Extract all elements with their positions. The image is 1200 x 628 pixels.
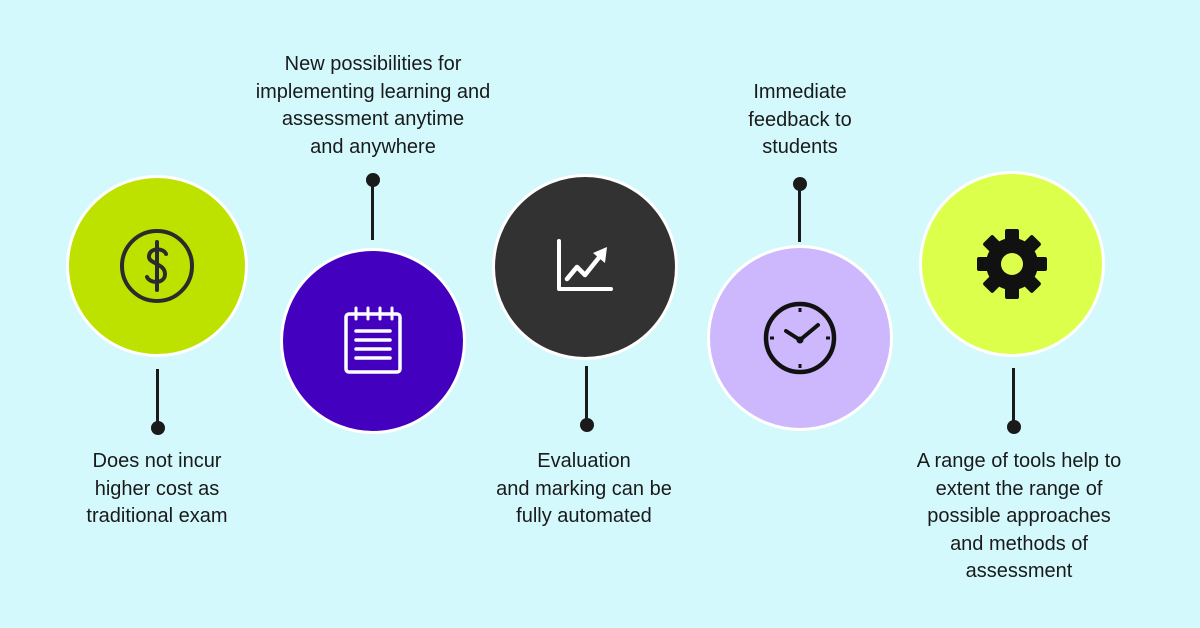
cost-circle xyxy=(66,175,248,357)
gear-icon xyxy=(975,227,1049,301)
evaluation-connector-dot xyxy=(580,418,594,432)
cost-connector xyxy=(156,369,159,425)
evaluation-circle xyxy=(492,174,678,360)
feedback-caption: Immediate feedback to students xyxy=(748,81,852,158)
notepad-icon xyxy=(341,306,405,376)
anytime-caption: New possibilities for implementing learn… xyxy=(255,53,491,158)
feedback-circle xyxy=(707,245,893,431)
cost-connector-dot xyxy=(151,421,165,435)
anytime-connector xyxy=(371,180,374,240)
feedback-connector xyxy=(798,184,801,242)
trending-chart-icon xyxy=(555,239,615,295)
evaluation-caption: Evaluation and marking can be fully auto… xyxy=(496,450,672,527)
dollar-circle-icon xyxy=(117,226,197,306)
tools-connector-dot xyxy=(1007,420,1021,434)
evaluation-connector xyxy=(585,366,588,422)
tools-circle xyxy=(919,171,1105,357)
tools-caption: A range of tools help to extent the rang… xyxy=(916,450,1122,582)
cost-caption: Does not incur higher cost as traditiona… xyxy=(86,450,228,527)
tools-connector xyxy=(1012,368,1015,424)
anytime-circle xyxy=(280,248,466,434)
clock-icon xyxy=(760,298,840,378)
